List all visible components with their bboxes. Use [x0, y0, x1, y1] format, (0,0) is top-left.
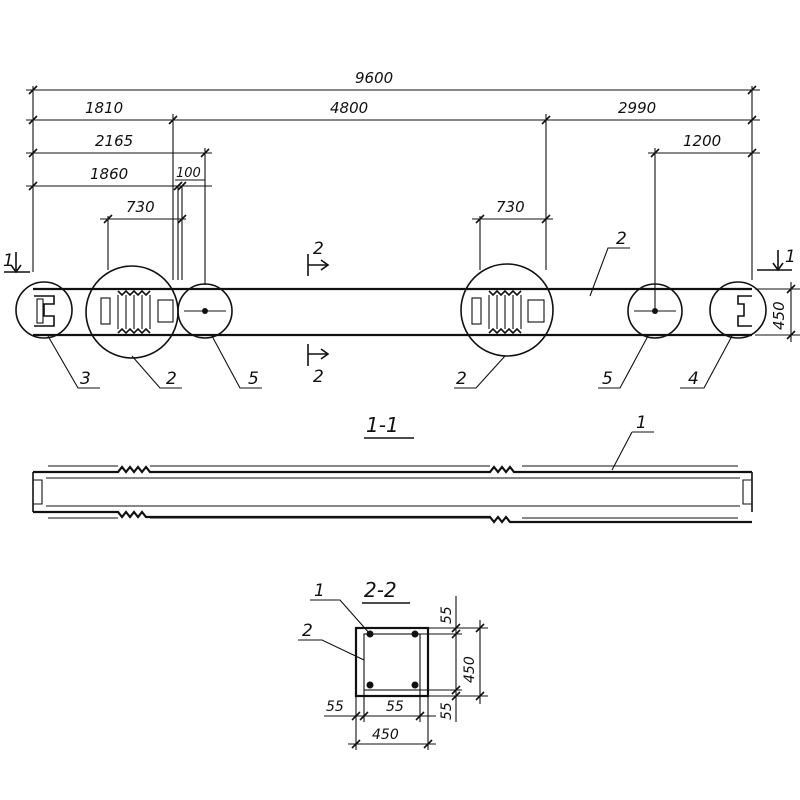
callout-4: 4 [688, 369, 699, 389]
section-2-2-view [354, 626, 430, 698]
detail-circle-joint-right [460, 263, 554, 357]
detail-circle-joint-left [85, 265, 179, 359]
plan-dimension-lines [26, 85, 760, 310]
section-mark-1-right [757, 250, 792, 272]
plan-height-dimension [755, 282, 800, 342]
detail-circle-lift-point-left [177, 283, 233, 339]
section-2-2-dim-bottom-cover: 55 [439, 702, 455, 720]
callout-2-body: 2 [616, 229, 627, 249]
dim-1200: 1200 [683, 132, 721, 150]
detail-circle-right-end [709, 281, 767, 339]
section-2-2-dim-width: 450 [372, 727, 399, 743]
section-2-2-dim-top-cover: 55 [439, 606, 455, 624]
section-2-2-dim-inner: 55 [386, 699, 404, 715]
section-2-2-horizontal-ticks [351, 711, 433, 749]
section-1-1-title: 1-1 [366, 413, 399, 437]
section-1-1-callout-leader [611, 431, 633, 471]
section-2-label-bottom: 2 [313, 367, 324, 387]
dim-2165: 2165 [95, 132, 133, 150]
callout-3: 3 [80, 369, 91, 389]
callout-2-right: 2 [456, 369, 467, 389]
detail-circle-left-end [15, 281, 73, 339]
section-2-label-top: 2 [313, 239, 324, 259]
section-mark-2-top [307, 254, 330, 276]
detail-circle-lift-point-right [627, 283, 683, 339]
dim-middle-segment: 4800 [330, 99, 368, 117]
dim-left-segment: 1810 [85, 99, 123, 117]
section-2-2-title: 2-2 [364, 578, 397, 602]
dim-100: 100 [176, 166, 201, 181]
section-1-label-right: 1 [785, 247, 796, 267]
section-mark-2-bottom [307, 344, 330, 366]
column-plan-view [33, 287, 752, 337]
callout-2-left: 2 [166, 369, 177, 389]
dim-730-right: 730 [496, 198, 525, 216]
dim-total-length: 9600 [355, 69, 393, 87]
section-mark-1-left [4, 252, 30, 274]
section-2-2-leader-2 [298, 639, 365, 661]
callout-5-right: 5 [602, 369, 613, 389]
section-1-1-view [32, 465, 753, 524]
dim-right-segment: 2990 [618, 99, 656, 117]
dim-730-left: 730 [126, 198, 155, 216]
section-1-1-callout-1: 1 [636, 413, 647, 433]
section-2-2-callout-1: 1 [314, 581, 325, 601]
dim-height-450: 450 [770, 301, 788, 330]
section-2-2-callout-2: 2 [302, 621, 313, 641]
dim-1860: 1860 [90, 165, 128, 183]
section-2-2-dim-left-cover: 55 [326, 699, 344, 715]
section-2-2-leader-1 [310, 599, 371, 635]
callout-leaders [47, 247, 733, 389]
section-2-2-vertical-ticks [451, 623, 485, 701]
section-2-2-dim-height: 450 [462, 656, 478, 683]
section-1-label-left: 1 [3, 251, 14, 271]
callout-5-left: 5 [248, 369, 259, 389]
